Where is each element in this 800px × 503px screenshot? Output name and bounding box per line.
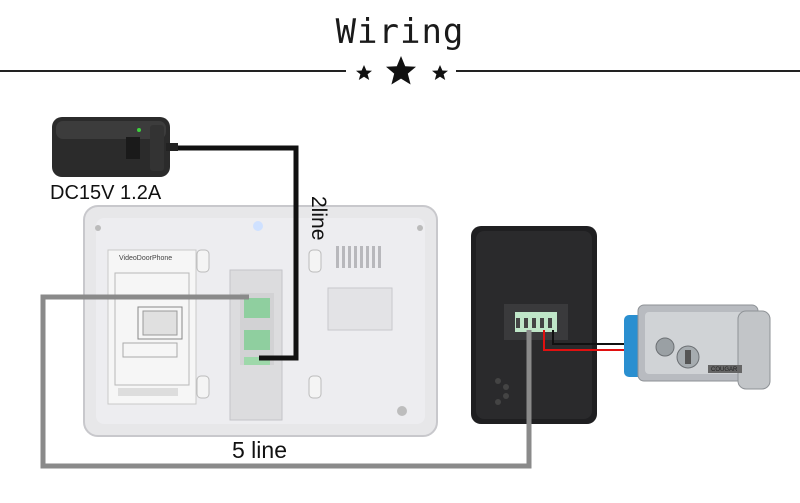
outdoor-camera-icon: [471, 226, 597, 424]
indoor-monitor-icon: [83, 205, 438, 437]
power-supply-label: DC15V 1.2A: [50, 182, 162, 204]
five-line-label: 5 line: [232, 437, 287, 463]
header-divider-right: [456, 70, 800, 72]
lock-wire: [543, 330, 624, 351]
star-icon: [356, 65, 372, 80]
electric-lock-icon: [624, 304, 771, 390]
power-wire: [178, 145, 299, 361]
power-adapter-icon: [52, 117, 178, 177]
five-line-wire: [40, 294, 532, 469]
header-divider-left: [0, 70, 346, 72]
two-line-label: 2line: [307, 196, 330, 241]
lock-brand-label: COUGAR: [711, 367, 738, 373]
monitor-model-label: VideoDoorPhone: [119, 255, 173, 262]
page-title: Wiring: [335, 12, 465, 52]
star-icon: [386, 56, 416, 85]
header-stars: [356, 56, 448, 85]
star-icon: [432, 65, 448, 80]
